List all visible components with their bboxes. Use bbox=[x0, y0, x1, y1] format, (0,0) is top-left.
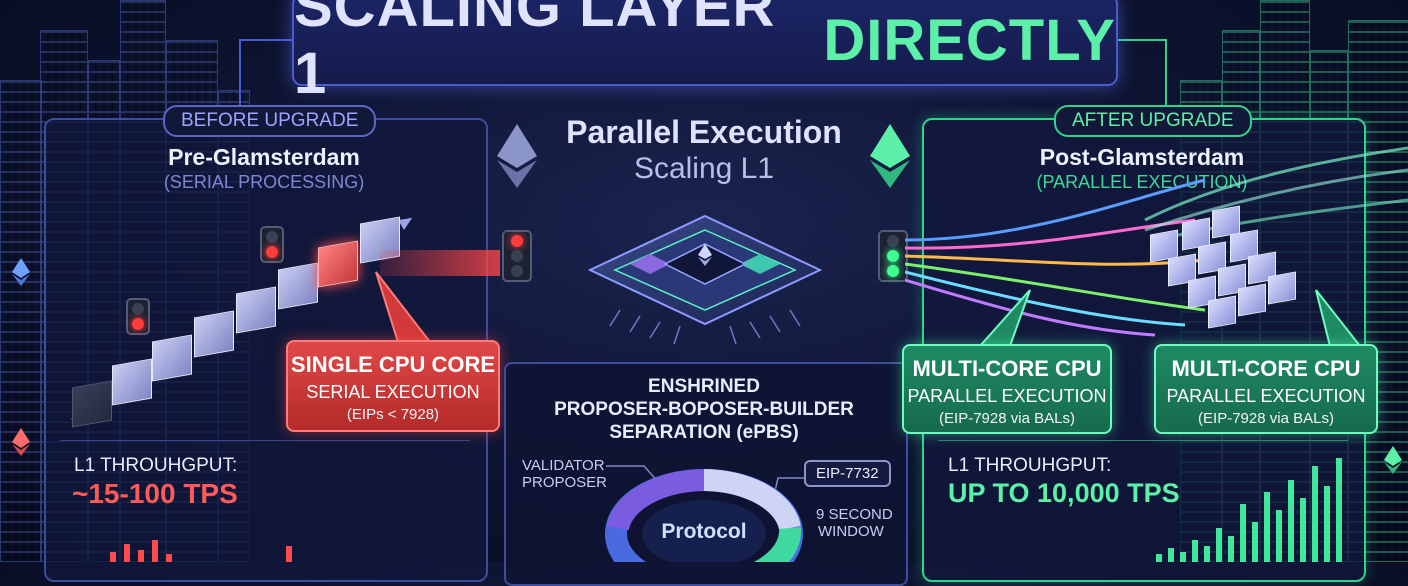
traffic-light-center-red bbox=[502, 230, 532, 282]
left-throughput-bars bbox=[100, 540, 320, 562]
page-title: SCALING LAYER 1 DIRECTLY bbox=[292, 0, 1118, 106]
eth-side-icon-right bbox=[1384, 446, 1402, 474]
left-divider bbox=[60, 440, 470, 441]
validator-label-1: VALIDATOR bbox=[522, 457, 605, 474]
right-divider bbox=[938, 440, 1348, 441]
single-cpu-line2: (EIPs < 7928) bbox=[346, 406, 440, 423]
multi-core-1-title: MULTI-CORE CPU bbox=[912, 356, 1102, 381]
after-upgrade-pill: AFTER UPGRADE bbox=[1054, 105, 1252, 137]
center-subheading: Scaling L1 bbox=[633, 152, 775, 185]
single-cpu-title: SINGLE CPU CORE bbox=[290, 352, 496, 377]
center-heading: Parallel Execution bbox=[566, 114, 842, 150]
multi-core-callout-2: MULTI-CORE CPU PARALLEL EXECUTION (EIP-7… bbox=[1154, 344, 1378, 434]
eip-7732-badge: EIP-7732 bbox=[804, 460, 891, 487]
single-cpu-core-callout: SINGLE CPU CORE SERIAL EXECUTION (EIPs <… bbox=[286, 340, 500, 432]
eth-icon-center-right bbox=[870, 124, 910, 188]
right-throughput-value: UP TO 10,000 TPS bbox=[948, 478, 1180, 508]
before-upgrade-pill: BEFORE UPGRADE bbox=[163, 105, 377, 137]
parallel-streams bbox=[905, 146, 1408, 337]
left-throughput-label: L1 THROUHGPUT: bbox=[74, 455, 238, 476]
single-cpu-line1: SERIAL EXECUTION bbox=[306, 382, 480, 402]
callout-pointer-red bbox=[375, 271, 433, 343]
right-throughput-label: L1 THROUHGPUT: bbox=[948, 455, 1112, 476]
right-panel-subheading: (PARALLEL EXECUTION) bbox=[1036, 172, 1248, 192]
title-part-2: DIRECTLY bbox=[823, 7, 1116, 73]
red-beam bbox=[380, 250, 500, 276]
callout-pointer-green-1 bbox=[977, 289, 1031, 347]
traffic-light-center-green bbox=[878, 230, 908, 282]
epbs-line2: PROPOSER-BOPOSER-BUILDER bbox=[554, 399, 854, 420]
left-panel-subheading: (SERIAL PROCESSING) bbox=[163, 172, 365, 192]
left-throughput-value: ~15-100 TPS bbox=[72, 478, 238, 509]
window-label-1: 9 SECOND bbox=[816, 506, 893, 523]
protocol-ring-label: Protocol bbox=[661, 520, 747, 543]
multi-core-1-line2: (EIP-7928 via BALs) bbox=[939, 410, 1075, 427]
eth-side-icon-left-top bbox=[12, 258, 30, 286]
multi-core-2-line2: (EIP-7928 via BALs) bbox=[1198, 410, 1334, 427]
multi-core-1-line1: PARALLEL EXECUTION bbox=[907, 386, 1107, 406]
multi-core-2-title: MULTI-CORE CPU bbox=[1171, 356, 1361, 381]
left-panel-heading: Pre-Glamsterdam bbox=[168, 144, 360, 170]
active-block-cube bbox=[318, 240, 358, 288]
cpu-chip-graphic bbox=[587, 214, 823, 345]
right-panel-heading: Post-Glamsterdam bbox=[1039, 144, 1245, 170]
eth-icon-center-left bbox=[497, 124, 537, 188]
callout-pointer-green-2 bbox=[1315, 289, 1363, 347]
multi-core-callout-1: MULTI-CORE CPU PARALLEL EXECUTION (EIP-7… bbox=[902, 344, 1112, 434]
right-throughput-bars bbox=[1150, 450, 1370, 562]
ethereum-icon bbox=[698, 244, 712, 266]
title-connector-lines bbox=[239, 39, 1167, 118]
epbs-line1: ENSHRINED bbox=[648, 376, 760, 397]
title-part-1: SCALING LAYER 1 bbox=[294, 0, 776, 106]
traffic-light-small-2 bbox=[260, 226, 284, 263]
multi-core-2-line1: PARALLEL EXECUTION bbox=[1166, 386, 1366, 406]
epbs-line3: SEPARATION (ePBS) bbox=[609, 422, 799, 443]
window-label-2: WINDOW bbox=[818, 523, 884, 540]
eth-side-icon-left-bottom bbox=[12, 428, 30, 456]
protocol-ring bbox=[605, 469, 803, 562]
validator-label-2: PROPOSER bbox=[522, 474, 608, 491]
traffic-light-small-1 bbox=[126, 298, 150, 335]
